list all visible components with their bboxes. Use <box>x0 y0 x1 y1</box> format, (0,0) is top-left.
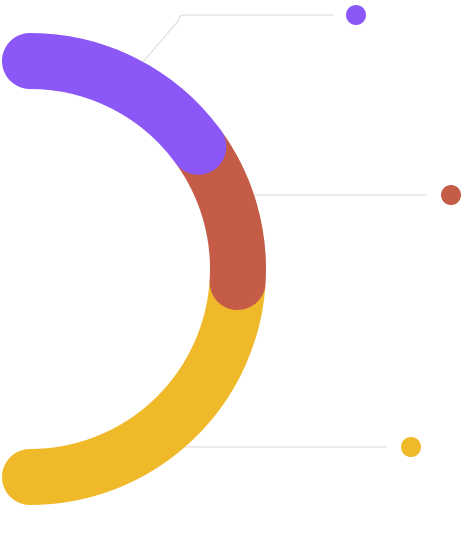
leader-line-1 <box>124 14 333 85</box>
donut-slice-3 <box>2 254 266 505</box>
legend-dot-1 <box>346 5 366 25</box>
donut-slice-1 <box>2 33 227 175</box>
legend-dot-3 <box>401 437 421 457</box>
legend-dot-2 <box>441 185 461 205</box>
